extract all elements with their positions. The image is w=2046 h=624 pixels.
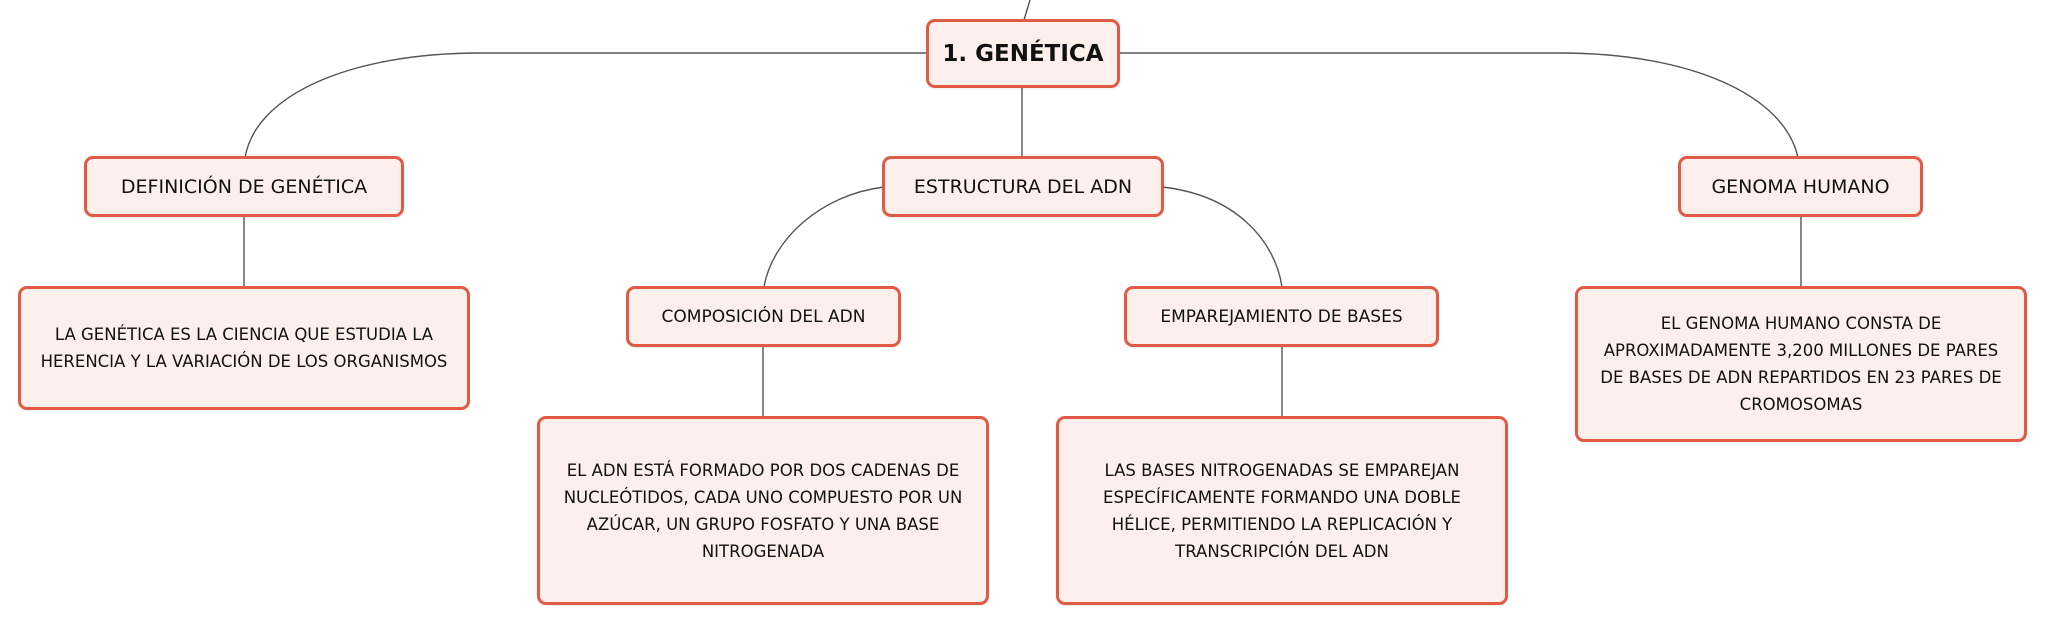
detail-definicion[interactable]: LA GENÉTICA ES LA CIENCIA QUE ESTUDIA LA… (18, 286, 470, 410)
detail-emparejamiento[interactable]: LAS BASES NITROGENADAS SE EMPAREJAN ESPE… (1056, 416, 1508, 605)
detail-definicion-text: LA GENÉTICA ES LA CIENCIA QUE ESTUDIA LA… (40, 325, 448, 371)
detail-emparejamiento-text: LAS BASES NITROGENADAS SE EMPAREJAN ESPE… (1103, 460, 1461, 561)
connector-estructura-to-emparejamiento (1161, 186, 1283, 288)
detail-composicion[interactable]: EL ADN ESTÁ FORMADO POR DOS CADENAS DE N… (537, 416, 989, 605)
topic-definicion-label: DEFINICIÓN DE GENÉTICA (120, 175, 368, 198)
topic-definicion[interactable]: DEFINICIÓN DE GENÉTICA (84, 156, 404, 217)
topic-estructura-label: ESTRUCTURA DEL ADN (913, 175, 1133, 198)
connector-root-to-genoma (1118, 52, 1799, 159)
connector-root-to-definicion (244, 52, 928, 159)
connector-parent-to-root (1023, 0, 1031, 21)
connector-estructura-to-composicion (763, 186, 885, 288)
detail-genoma[interactable]: EL GENOMA HUMANO CONSTA DE APROXIMADAMEN… (1575, 286, 2027, 442)
topic-estructura[interactable]: ESTRUCTURA DEL ADN (882, 156, 1164, 217)
detail-genoma-text: EL GENOMA HUMANO CONSTA DE APROXIMADAMEN… (1600, 314, 2002, 414)
root-node[interactable]: 1. GENÉTICA (926, 19, 1120, 88)
subtopic-composicion-label: COMPOSICIÓN DEL ADN (661, 306, 866, 327)
subtopic-emparejamiento[interactable]: EMPAREJAMIENTO DE BASES (1124, 286, 1439, 347)
subtopic-emparejamiento-label: EMPAREJAMIENTO DE BASES (1160, 306, 1403, 327)
root-label: 1. GENÉTICA (942, 40, 1104, 67)
topic-genoma[interactable]: GENOMA HUMANO (1678, 156, 1923, 217)
detail-composicion-text: EL ADN ESTÁ FORMADO POR DOS CADENAS DE N… (563, 460, 963, 561)
subtopic-composicion[interactable]: COMPOSICIÓN DEL ADN (626, 286, 901, 347)
topic-genoma-label: GENOMA HUMANO (1711, 175, 1890, 198)
